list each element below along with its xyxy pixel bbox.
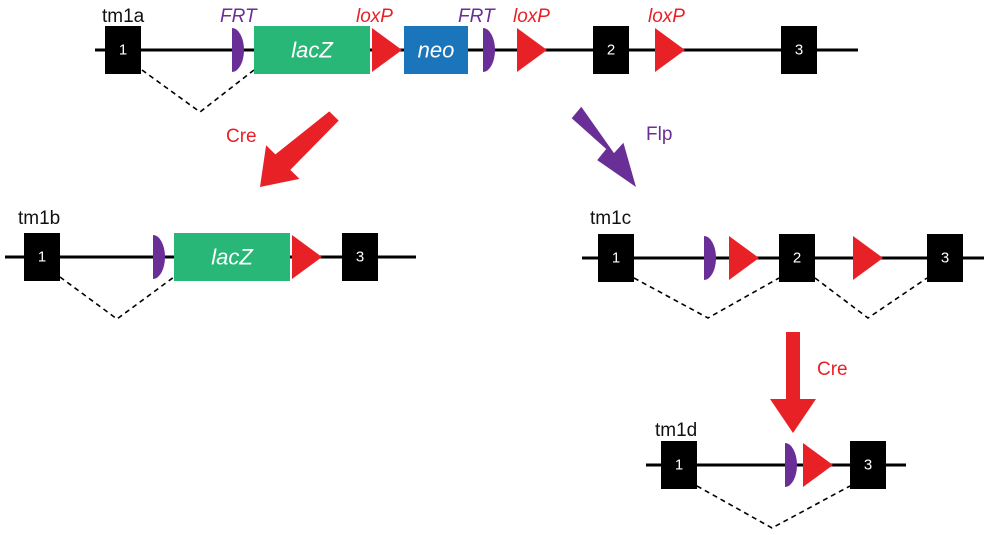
tm1d-exon-1-label: 1 <box>675 457 683 474</box>
tm1b-exon-3 <box>342 233 378 281</box>
tm1b-exon-1-label: 1 <box>38 249 46 266</box>
tm1b-exon-1 <box>24 233 60 281</box>
flp-arrow-label: Flp <box>646 124 672 145</box>
tm1d-exon-3-label: 3 <box>864 457 872 474</box>
cre-arrow-icon <box>260 111 339 187</box>
tm1c-exon-1 <box>598 234 634 282</box>
tm1a-loxp-site-1-icon <box>372 28 402 72</box>
tm1a-loxp-site-3-icon <box>655 28 685 72</box>
tm1c-frt-site-icon <box>704 236 716 280</box>
allele-tm1c-label: tm1c <box>590 208 631 229</box>
tm1a-frt-site-1-icon <box>232 28 244 72</box>
tm1b-frt-site-icon <box>153 235 165 279</box>
tm1c-exon-1-label: 1 <box>612 250 620 267</box>
tm1b-lacz-label: lacZ <box>211 245 254 270</box>
tm1a-exon-3 <box>781 26 817 74</box>
tm1a-frt-label-1: FRT <box>220 6 258 27</box>
tm1a-exon-1 <box>105 26 141 74</box>
cre-arrow-label: Cre <box>226 126 257 147</box>
allele-tm1a: tm1a 1 FRT lacZ loxP neo FRT loxP 2 loxP… <box>95 6 858 114</box>
tm1a-loxp-site-2-icon <box>517 28 547 72</box>
tm1a-frt-site-2-icon <box>483 28 495 72</box>
cre-arrow-icon-2 <box>770 332 816 433</box>
tm1a-exon-3-label: 3 <box>795 42 803 59</box>
tm1c-loxp-site-2-icon <box>853 236 883 280</box>
tm1a-loxp-label-1: loxP <box>356 6 393 27</box>
tm1d-loxp-site-icon <box>803 443 833 487</box>
tm1a-exon-2 <box>593 26 629 74</box>
cre-arrow-to-tm1b: Cre <box>226 111 339 187</box>
allele-tm1d-label: tm1d <box>655 420 697 441</box>
tm1b-splice-dashed <box>59 276 175 320</box>
tm1a-lacz-label: lacZ <box>291 38 334 63</box>
tm1c-splice-dashed-2 <box>814 277 928 319</box>
allele-tm1b: tm1b 1 lacZ 3 <box>5 208 416 320</box>
tm1c-exon-3-label: 3 <box>941 250 949 267</box>
allele-tm1c: tm1c 1 2 3 <box>582 208 984 319</box>
tm1a-frt-label-2: FRT <box>458 6 496 27</box>
cre-arrow-label-2: Cre <box>817 359 848 380</box>
tm1a-exon-2-label: 2 <box>607 42 615 59</box>
tm1a-neo-cassette <box>404 26 468 74</box>
flp-arrow-icon <box>571 106 636 187</box>
tm1b-lacz-cassette <box>174 233 290 281</box>
tm1b-exon-3-label: 3 <box>356 249 364 266</box>
tm1a-loxp-label-3: loxP <box>648 6 685 27</box>
tm1c-exon-2 <box>779 234 815 282</box>
tm1c-exon-3 <box>927 234 963 282</box>
allele-tm1a-label: tm1a <box>102 6 145 27</box>
tm1d-frt-site-icon <box>785 443 797 487</box>
tm1a-exon-1-label: 1 <box>119 42 127 59</box>
tm1c-loxp-site-1-icon <box>729 236 759 280</box>
cre-arrow-to-tm1d: Cre <box>770 332 848 433</box>
allele-tm1b-label: tm1b <box>18 208 60 229</box>
allele-tm1d: tm1d 1 3 <box>646 420 906 529</box>
tm1c-splice-dashed-1 <box>633 277 780 319</box>
tm1a-lacz-cassette <box>254 26 370 74</box>
tm1c-exon-2-label: 2 <box>793 250 801 267</box>
tm1d-exon-3 <box>850 441 886 489</box>
tm1d-exon-1 <box>661 441 697 489</box>
tm1a-splice-dashed <box>141 69 255 114</box>
tm1a-neo-label: neo <box>418 38 455 63</box>
flp-arrow-to-tm1c: Flp <box>571 106 672 187</box>
tm1d-splice-dashed <box>696 485 851 529</box>
tm1a-loxp-label-2: loxP <box>513 6 550 27</box>
tm1b-loxp-site-icon <box>292 235 322 279</box>
